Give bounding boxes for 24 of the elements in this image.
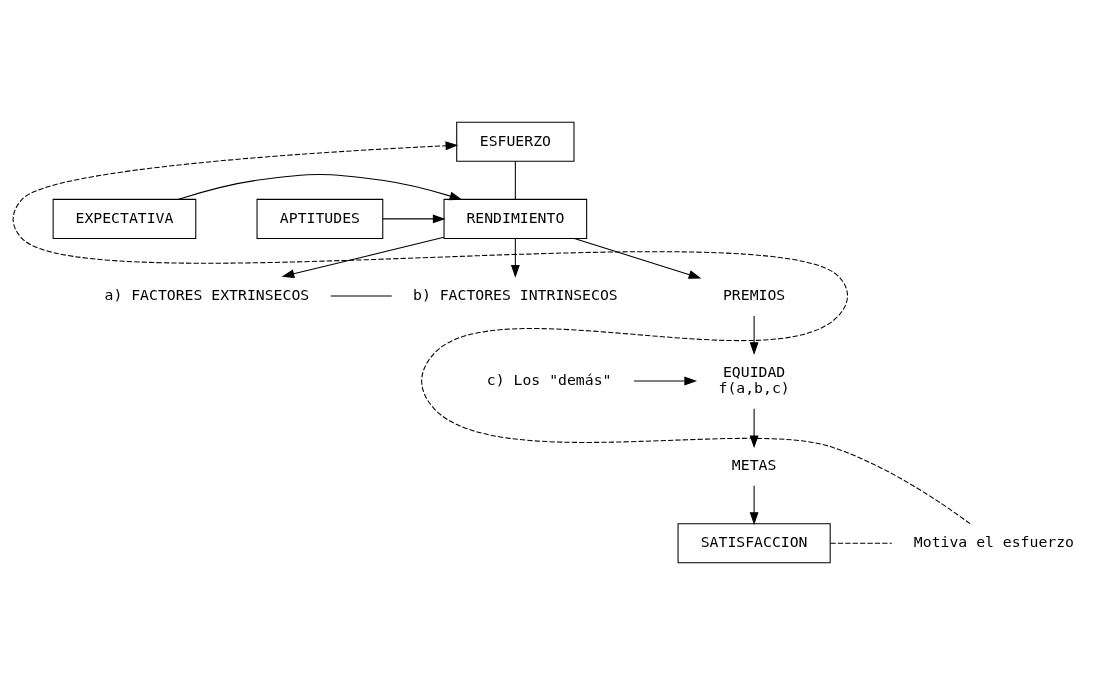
node-box: RENDIMIENTO bbox=[443, 198, 588, 239]
node-box: EXPECTATIVA bbox=[52, 198, 197, 239]
connector bbox=[514, 160, 516, 199]
arrow bbox=[749, 484, 759, 525]
node-box: ESFUERZO bbox=[456, 121, 575, 162]
node-text: Motiva el esfuerzo bbox=[913, 532, 1075, 550]
connector bbox=[829, 542, 893, 544]
arrow bbox=[573, 237, 702, 279]
node-box: APTITUDES bbox=[256, 198, 384, 239]
arrow bbox=[382, 213, 446, 223]
node-text: EQUIDAD f(a,b,c) bbox=[718, 362, 790, 396]
arrow bbox=[12, 140, 971, 524]
arrow bbox=[633, 376, 698, 385]
arrow bbox=[749, 407, 759, 448]
node-text: METAS bbox=[731, 455, 777, 473]
node-text: c) Los "demás" bbox=[486, 370, 612, 388]
arrow bbox=[749, 314, 759, 355]
node-text: b) FACTORES INTRINSECOS bbox=[413, 285, 618, 303]
node-text: PREMIOS bbox=[722, 285, 786, 303]
arrow bbox=[178, 173, 463, 200]
arrow bbox=[510, 237, 520, 278]
arrow bbox=[281, 236, 445, 278]
node-text: a) FACTORES EXTRINSECOS bbox=[104, 285, 310, 303]
node-box: SATISFACCION bbox=[677, 522, 831, 563]
